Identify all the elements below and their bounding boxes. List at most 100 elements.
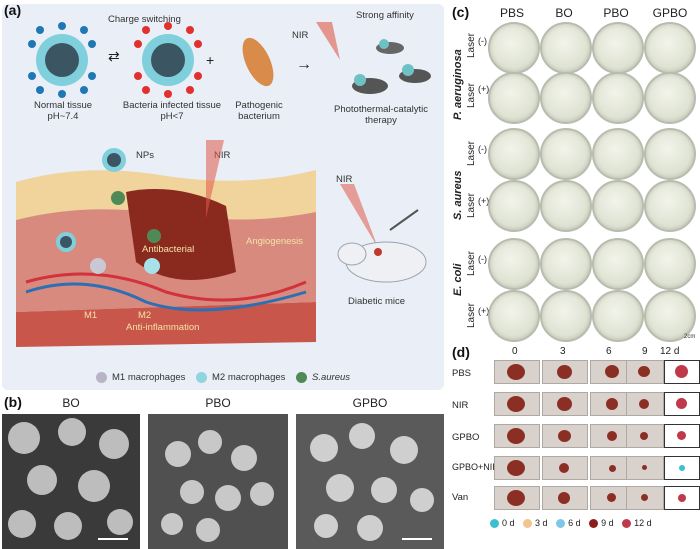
panel-d-label: (d) (452, 344, 470, 360)
day-header-3: 3 (560, 346, 566, 357)
legend-dot-3d (523, 519, 533, 529)
therapy-line-1: Photothermal-catalytic (334, 104, 428, 115)
normal-nanoparticle (28, 22, 96, 98)
wound-spot (605, 365, 619, 378)
panel-b-label: (b) (4, 394, 22, 410)
sem-image-bo (2, 414, 140, 549)
laser-label-pa-pos: Laser (466, 82, 477, 108)
wound-photo-pbs-3 (542, 360, 588, 384)
legend-m2-label: M2 macrophages (212, 372, 286, 383)
group-label-p-aeruginosa: P. aeruginosa (452, 49, 464, 120)
col-header-bo: BO (555, 6, 573, 20)
wound-spot (677, 431, 686, 440)
laser-sign-ec-neg: (-) (478, 254, 487, 264)
wound-spot (638, 366, 650, 377)
plus-sign: + (206, 52, 215, 68)
plate-ec-neg-pbo (592, 238, 644, 290)
legend-text-12d: 12 d (634, 518, 652, 528)
nir-mid-label: NIR (214, 150, 231, 161)
wound-photo-gpbo-nir-9 (626, 456, 664, 480)
charge-switching-label: Charge switching (108, 14, 181, 25)
legend-dot-6d (556, 519, 566, 529)
wound-row-label-nir: NIR (452, 400, 469, 411)
scale-bar-gpbo (402, 538, 432, 540)
laser-label-sa-neg: Laser (466, 140, 477, 166)
legend-text-3d: 3 d (535, 518, 548, 528)
wound-row-label-pbs: PBS (452, 368, 472, 379)
plate-sa-neg-pbo (592, 128, 644, 180)
bacterium-icon (242, 37, 274, 87)
plate-pa-neg-pbo (592, 22, 644, 74)
sem-image-gpbo (296, 414, 444, 549)
wound-spot (559, 463, 569, 473)
wound-photo-pbs-0 (494, 360, 540, 384)
wound-spot (607, 431, 617, 441)
plate-pa-pos-pbs (488, 72, 540, 124)
wound-spot (507, 364, 525, 380)
wound-row-label-gpbo-nir: GPBO+NIR (452, 462, 499, 472)
legend-item-12d: 12 d (622, 518, 652, 529)
day-header-9: 9 (642, 346, 648, 357)
wound-photo-nir-9 (626, 392, 664, 416)
wound-spot (557, 365, 572, 379)
wound-spot (507, 396, 525, 412)
switch-arrows: ⇄ (108, 48, 120, 64)
wound-spot (607, 493, 616, 502)
wound-spot (609, 465, 616, 472)
wound-spot (678, 494, 686, 502)
np-cluster-icon (102, 148, 126, 172)
wound-photo-nir-0 (494, 392, 540, 416)
infected-tissue-label: Bacteria infected tissue pH<7 (102, 100, 242, 122)
wound-spot (507, 428, 525, 444)
therapy-label: Photothermal-catalytic therapy (316, 104, 446, 126)
wound-photo-van-12 (664, 486, 700, 510)
m1-label: M1 (84, 310, 98, 321)
nps-label: NPs (136, 150, 154, 161)
day-header-6: 6 (606, 346, 612, 357)
legend-dot-12d (622, 519, 632, 529)
wound-spot (558, 430, 571, 442)
arrow-to-therapy: → (296, 56, 312, 73)
plate-sa-neg-pbs (488, 128, 540, 180)
sem-title-gpbo: GPBO (352, 396, 388, 410)
legend-text-6d: 6 d (568, 518, 581, 528)
panel-c-label: (c) (452, 4, 470, 20)
laser-beam-mid (206, 140, 224, 218)
laser-beam-top (316, 22, 340, 60)
wound-photo-van-9 (626, 486, 664, 510)
wound-spot (641, 494, 648, 501)
diabetic-mice-label: Diabetic mice (348, 296, 406, 307)
wound-spot (642, 465, 647, 470)
col-header-gpbo: GPBO (652, 6, 688, 20)
day-header-0: 0 (512, 346, 518, 357)
normal-ph-text: pH~7.4 (47, 111, 79, 122)
wound-row-label-gpbo: GPBO (452, 432, 480, 443)
laser-label-ec-pos: Laser (466, 302, 477, 328)
plate-sa-pos-bo (540, 180, 592, 232)
panel-a-label: (a) (4, 2, 22, 18)
wound-photo-gpbo-nir-3 (542, 456, 588, 480)
day-legend: 0 d 3 d 6 d 9 d 12 d (490, 518, 652, 529)
plate-ec-pos-pbs (488, 290, 540, 342)
plate-sa-neg-bo (540, 128, 592, 180)
pathogen-line-2: bacterium (238, 111, 280, 122)
wound-spot (675, 365, 688, 378)
plate-pa-pos-pbo (592, 72, 644, 124)
laser-sign-sa-pos: (+) (478, 196, 490, 206)
plate-ec-pos-pbo (592, 290, 644, 342)
legend-dot-0d (490, 519, 499, 529)
wound-photo-pbs-12 (664, 360, 700, 384)
plate-pa-neg-gpbo (644, 22, 696, 74)
wound-spot (679, 465, 685, 471)
infected-ph-text: pH<7 (160, 111, 184, 122)
nir-top-label: NIR (292, 30, 309, 41)
plate-scale-label: 2cm (684, 334, 696, 340)
plate-pa-neg-pbs (488, 22, 540, 74)
wound-photo-nir-3 (542, 392, 588, 416)
legend-m1-label: M1 macrophages (112, 372, 186, 383)
wound-spot (606, 398, 618, 410)
wound-spot (507, 490, 525, 506)
bound-bacteria (352, 39, 431, 94)
angiogenesis-label: Angiogenesis (246, 236, 304, 247)
plate-sa-neg-gpbo (644, 128, 696, 180)
